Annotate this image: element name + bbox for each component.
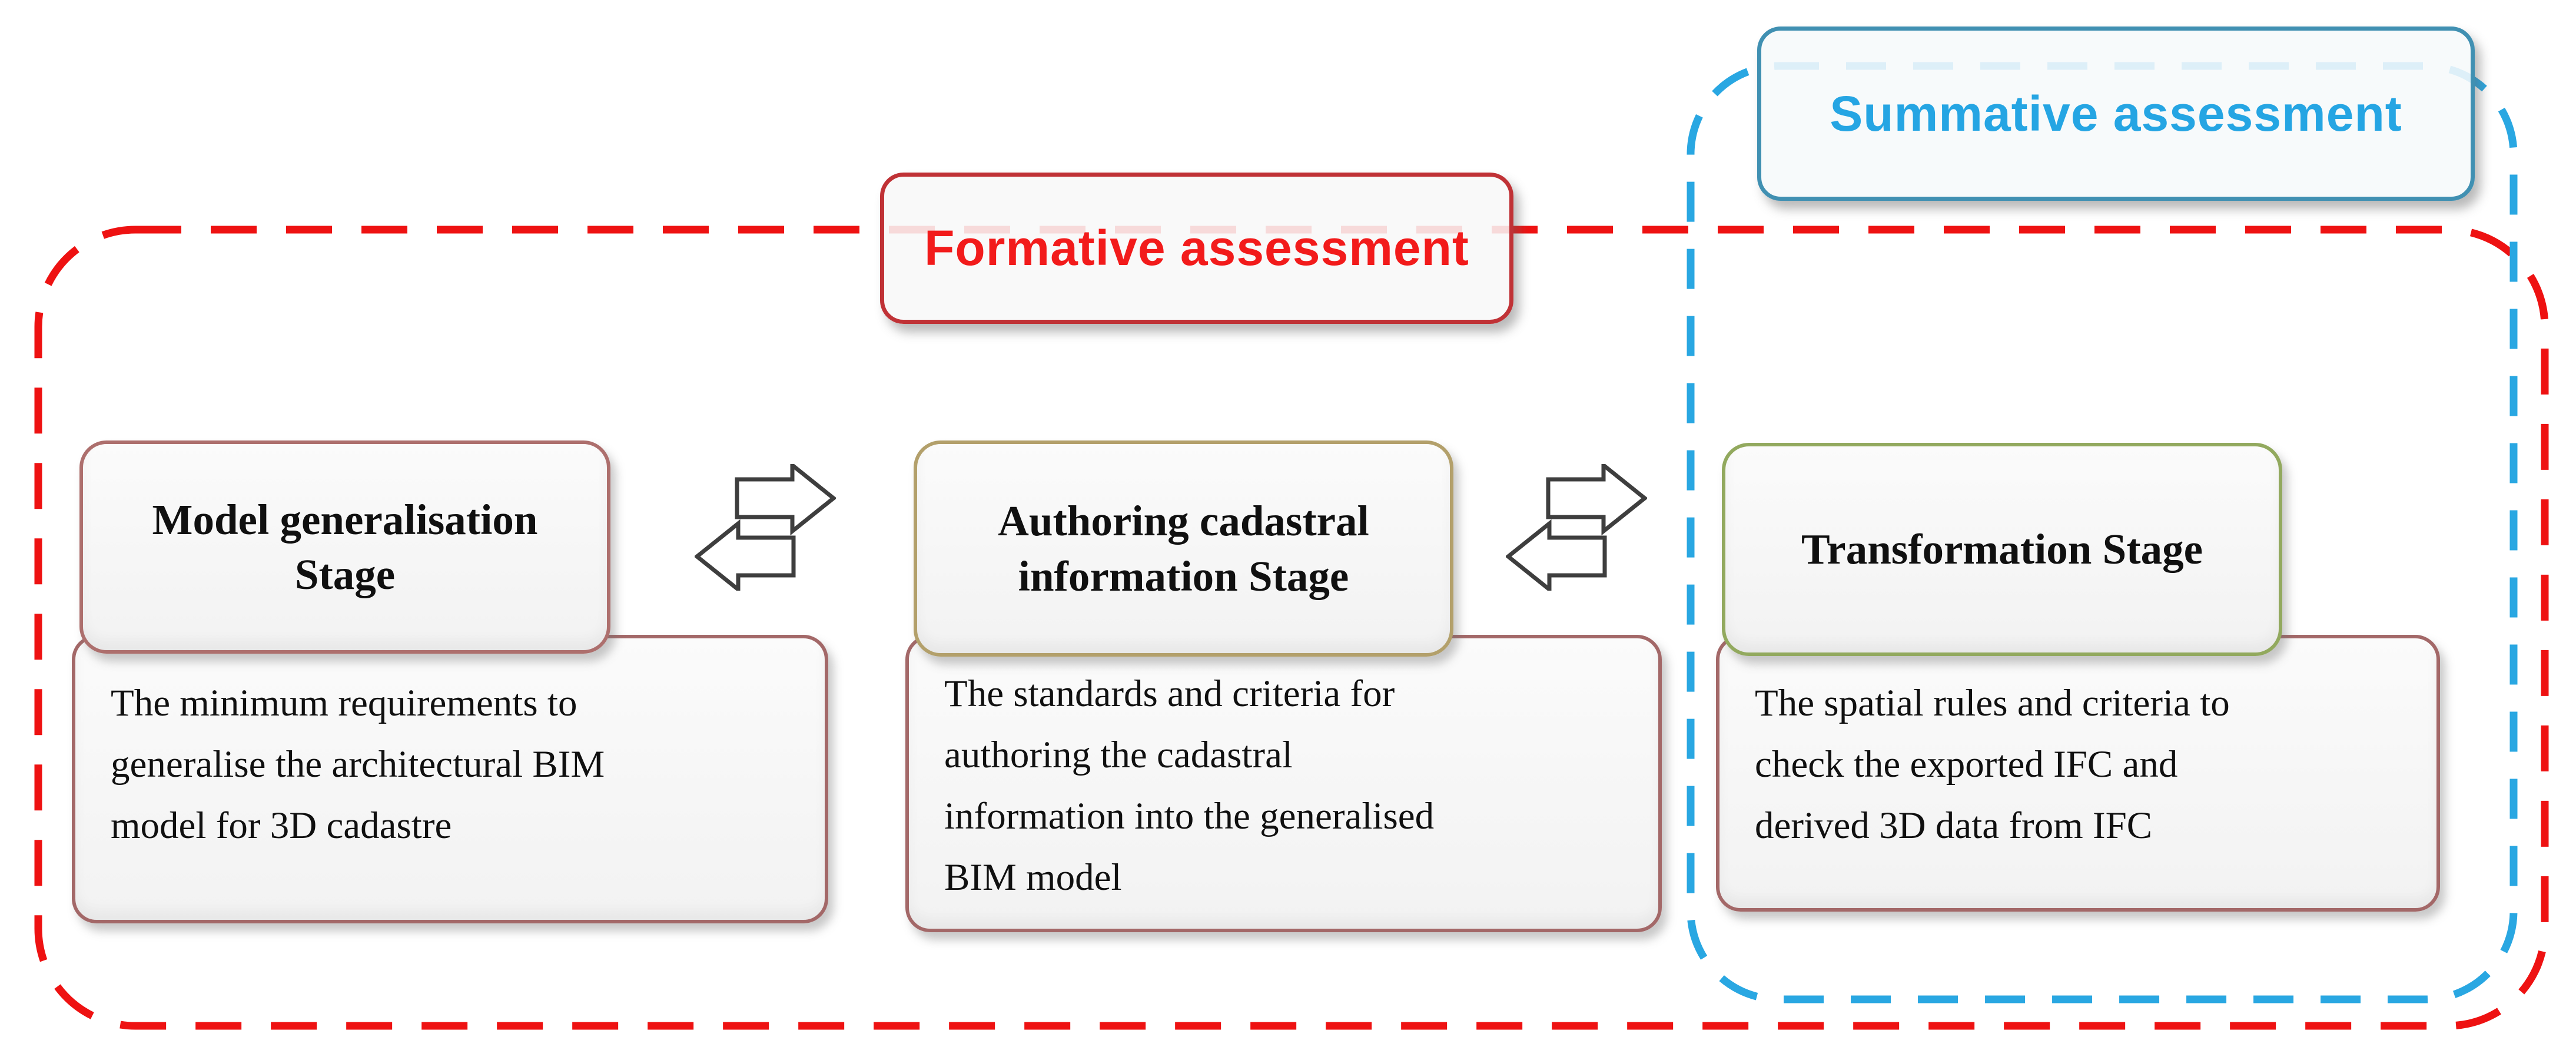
stage2-title-box: Authoring cadastral information Stage bbox=[914, 440, 1453, 657]
stage1-description-text: The minimum requirements to generalise t… bbox=[111, 682, 605, 847]
summative-dashed-frame bbox=[1687, 62, 2518, 1003]
formative-assessment-label: Formative assessment bbox=[924, 220, 1469, 276]
summative-assessment-label: Summative assessment bbox=[1830, 85, 2402, 141]
formative-assessment-label-box: Formative assessment bbox=[880, 173, 1513, 324]
arrow-left-shape bbox=[693, 519, 796, 594]
swap-arrow-icon bbox=[693, 461, 837, 594]
stage3-description-box: The spatial rules and criteria to check … bbox=[1716, 635, 2440, 912]
stage2-description-text: The standards and criteria for authoring… bbox=[944, 673, 1435, 899]
stage1-title: Model generalisation Stage bbox=[152, 495, 538, 598]
stage2-description-box: The standards and criteria for authoring… bbox=[905, 635, 1662, 932]
arrow-left-shape bbox=[1505, 519, 1607, 594]
stage1-title-box: Model generalisation Stage bbox=[79, 440, 610, 654]
arrow-right-shape bbox=[1546, 461, 1648, 536]
stage3-title: Transformation Stage bbox=[1801, 525, 2203, 574]
stage1-description-box: The minimum requirements to generalise t… bbox=[72, 635, 828, 923]
swap-arrow-svg bbox=[693, 461, 837, 594]
stage3-title-box: Transformation Stage bbox=[1722, 443, 2282, 656]
swap-arrow-icon bbox=[1505, 461, 1648, 594]
stage2-title: Authoring cadastral information Stage bbox=[998, 497, 1369, 600]
stage3-description-text: The spatial rules and criteria to check … bbox=[1755, 682, 2230, 847]
arrow-right-shape bbox=[735, 461, 837, 536]
summative-assessment-label-box: Summative assessment bbox=[1757, 26, 2475, 201]
swap-arrow-svg bbox=[1505, 461, 1648, 594]
